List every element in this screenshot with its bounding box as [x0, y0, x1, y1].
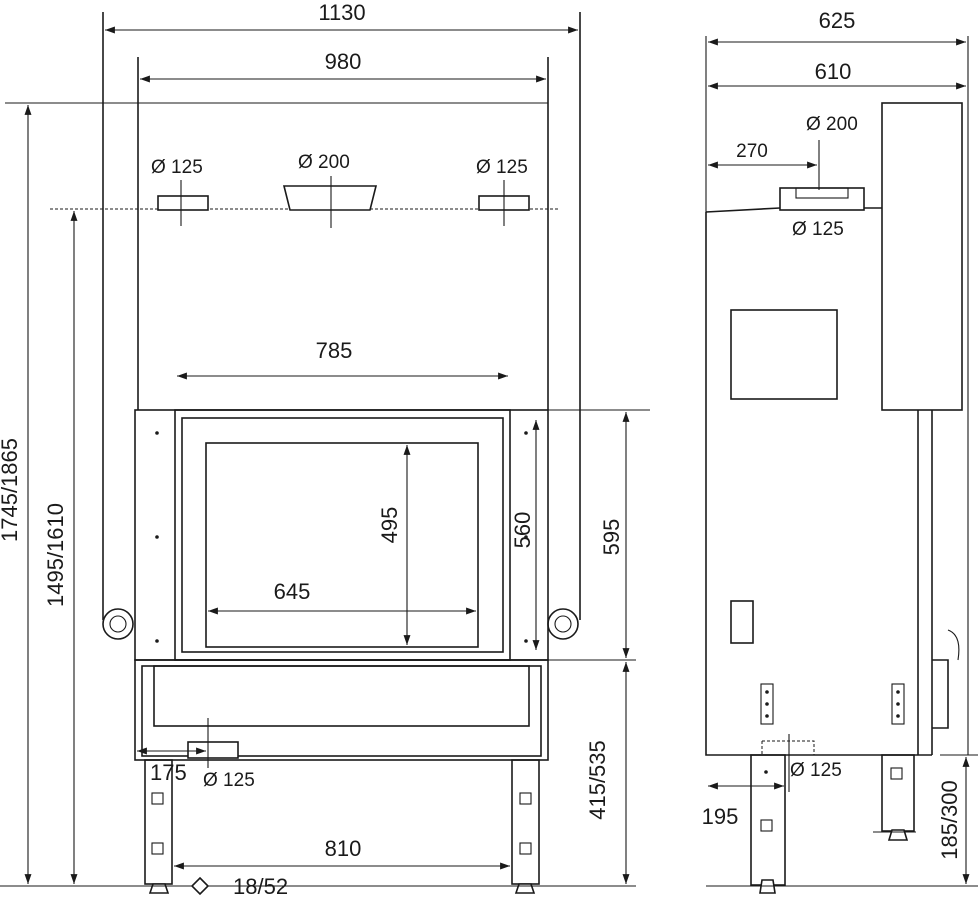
- side-body: [705, 36, 969, 756]
- dim-base-height: 415/535: [585, 740, 610, 820]
- side-dimension-lines: [708, 38, 978, 884]
- label-top-outlet-small: Ø 125: [792, 219, 844, 240]
- label-left-outlet: Ø 125: [151, 157, 203, 178]
- label-center-outlet: Ø 200: [298, 152, 350, 173]
- dim-glass-height: 495: [377, 507, 402, 544]
- side-top-outlet: [779, 140, 865, 211]
- dim-leg-offset: 195: [702, 804, 739, 829]
- top-outlets: [157, 176, 530, 228]
- dim-body-depth: 610: [815, 59, 852, 84]
- dim-glass-width: 645: [274, 579, 311, 604]
- side-brackets: [760, 683, 905, 725]
- dim-leg-height: 185/300: [937, 780, 962, 860]
- dim-flue-offset: 270: [736, 141, 768, 162]
- dim-opening-width: 785: [316, 338, 353, 363]
- side-labels: 625 610 270 195 185/300 Ø 200 Ø 125 Ø 12…: [702, 8, 962, 860]
- dim-body-width: 980: [325, 49, 362, 74]
- base-section: [134, 659, 636, 768]
- dim-overall-width: 1130: [318, 0, 365, 25]
- dim-mid-height: 1495/1610: [43, 503, 68, 607]
- side-view: 625 610 270 195 185/300 Ø 200 Ø 125 Ø 12…: [702, 8, 978, 894]
- legs: [0, 759, 636, 896]
- dim-door-height: 595: [599, 519, 624, 556]
- side-legs: [706, 754, 978, 894]
- front-dimension-lines: [24, 26, 630, 884]
- front-view: 1130 980 785 645 495 560 595 415/535 174…: [0, 0, 650, 899]
- label-top-outlet-large: Ø 200: [806, 114, 858, 135]
- dim-opening-height: 560: [510, 512, 535, 549]
- side-pipes: [102, 12, 581, 640]
- label-right-outlet: Ø 125: [476, 157, 528, 178]
- front-labels: 1130 980 785 645 495 560 595 415/535 174…: [0, 0, 624, 899]
- label-bottom-inlet: Ø 125: [203, 770, 255, 791]
- dim-leg-spacing: 810: [325, 836, 362, 861]
- dim-overall-depth: 625: [819, 8, 856, 33]
- upper-body: [5, 57, 558, 410]
- label-side-bottom-inlet: Ø 125: [790, 760, 842, 781]
- side-bottom-inlet: [761, 734, 815, 792]
- dim-total-height: 1745/1865: [0, 438, 22, 542]
- dim-foot-adjust: 18/52: [233, 874, 288, 899]
- dim-side-offset: 175: [150, 760, 187, 785]
